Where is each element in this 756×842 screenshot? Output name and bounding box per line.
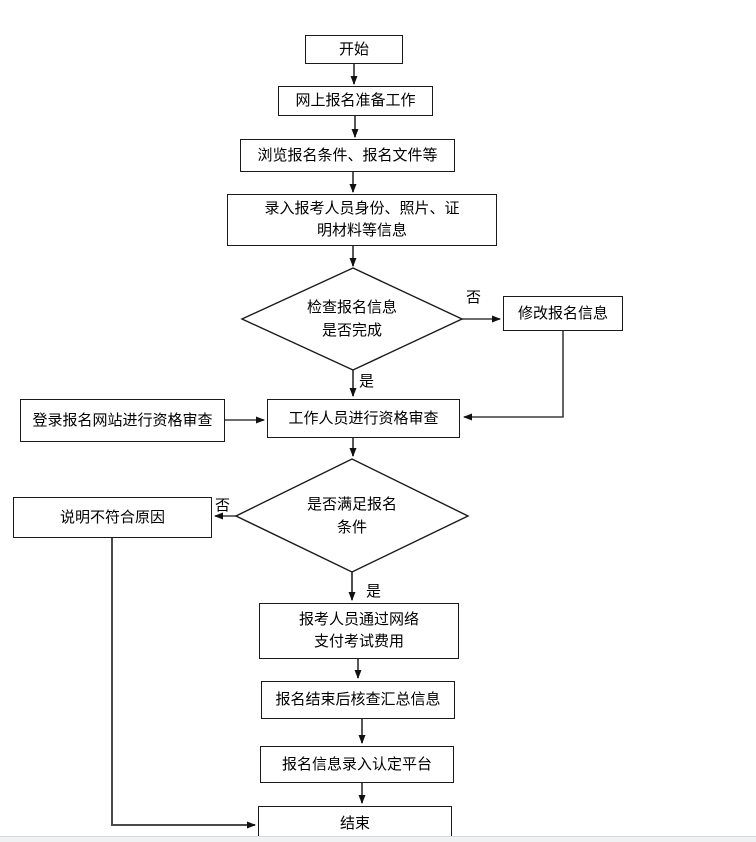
start-label: 开始 bbox=[338, 40, 369, 58]
decision-check-complete-text: 检查报名信息 是否完成 bbox=[272, 296, 432, 342]
staff-review-label: 工作人员进行资格审查 bbox=[288, 409, 439, 427]
start-node: 开始 bbox=[305, 35, 403, 64]
pay-fee-line1: 报考人员通过网络 bbox=[298, 611, 419, 628]
browse-node: 浏览报名条件、报名文件等 bbox=[240, 139, 455, 172]
staff-review-node: 工作人员进行资格审查 bbox=[267, 399, 460, 438]
modify-info-label: 修改报名信息 bbox=[517, 304, 608, 322]
explain-reason-label: 说明不符合原因 bbox=[59, 508, 165, 526]
decision-meet-conditions-text: 是否满足报名 条件 bbox=[272, 493, 432, 539]
login-review-node: 登录报名网站进行资格审查 bbox=[20, 399, 225, 442]
prepare-node: 网上报名准备工作 bbox=[278, 86, 433, 116]
condition-yes-label: 是 bbox=[366, 583, 382, 600]
enter-platform-node: 报名信息录入认定平台 bbox=[260, 746, 454, 783]
input-info-line2: 明材料等信息 bbox=[316, 222, 407, 239]
decision-meet-conditions-shape bbox=[234, 458, 470, 573]
prepare-label: 网上报名准备工作 bbox=[295, 92, 416, 109]
input-info-node: 录入报考人员身份、照片、证 明材料等信息 bbox=[227, 194, 497, 246]
condition-no-label: 否 bbox=[215, 497, 231, 514]
condition-decision-line2: 条件 bbox=[336, 519, 367, 536]
decision-check-complete-shape bbox=[240, 267, 464, 371]
edge-explain-end bbox=[111, 538, 256, 829]
modify-info-node: 修改报名信息 bbox=[503, 296, 623, 331]
condition-decision-line1: 是否满足报名 bbox=[306, 496, 397, 513]
browse-label: 浏览报名条件、报名文件等 bbox=[257, 146, 438, 164]
check-no-label: 否 bbox=[466, 289, 482, 306]
edge-modify-staff bbox=[463, 331, 564, 421]
verify-summary-label: 报名结束后核查汇总信息 bbox=[275, 691, 441, 708]
explain-reason-node: 说明不符合原因 bbox=[13, 497, 212, 538]
page-bottom-band bbox=[0, 836, 756, 842]
verify-summary-node: 报名结束后核查汇总信息 bbox=[261, 681, 455, 719]
login-review-label: 登录报名网站进行资格审查 bbox=[32, 411, 213, 429]
pay-fee-line2: 支付考试费用 bbox=[313, 633, 404, 650]
check-decision-line1: 检查报名信息 bbox=[306, 299, 397, 316]
check-decision-line2: 是否完成 bbox=[321, 322, 382, 339]
check-yes-label: 是 bbox=[359, 373, 375, 390]
pay-fee-node: 报考人员通过网络 支付考试费用 bbox=[259, 603, 459, 659]
enter-platform-label: 报名信息录入认定平台 bbox=[281, 755, 432, 773]
input-info-line1: 录入报考人员身份、照片、证 bbox=[264, 200, 460, 217]
end-label: 结束 bbox=[339, 815, 370, 832]
